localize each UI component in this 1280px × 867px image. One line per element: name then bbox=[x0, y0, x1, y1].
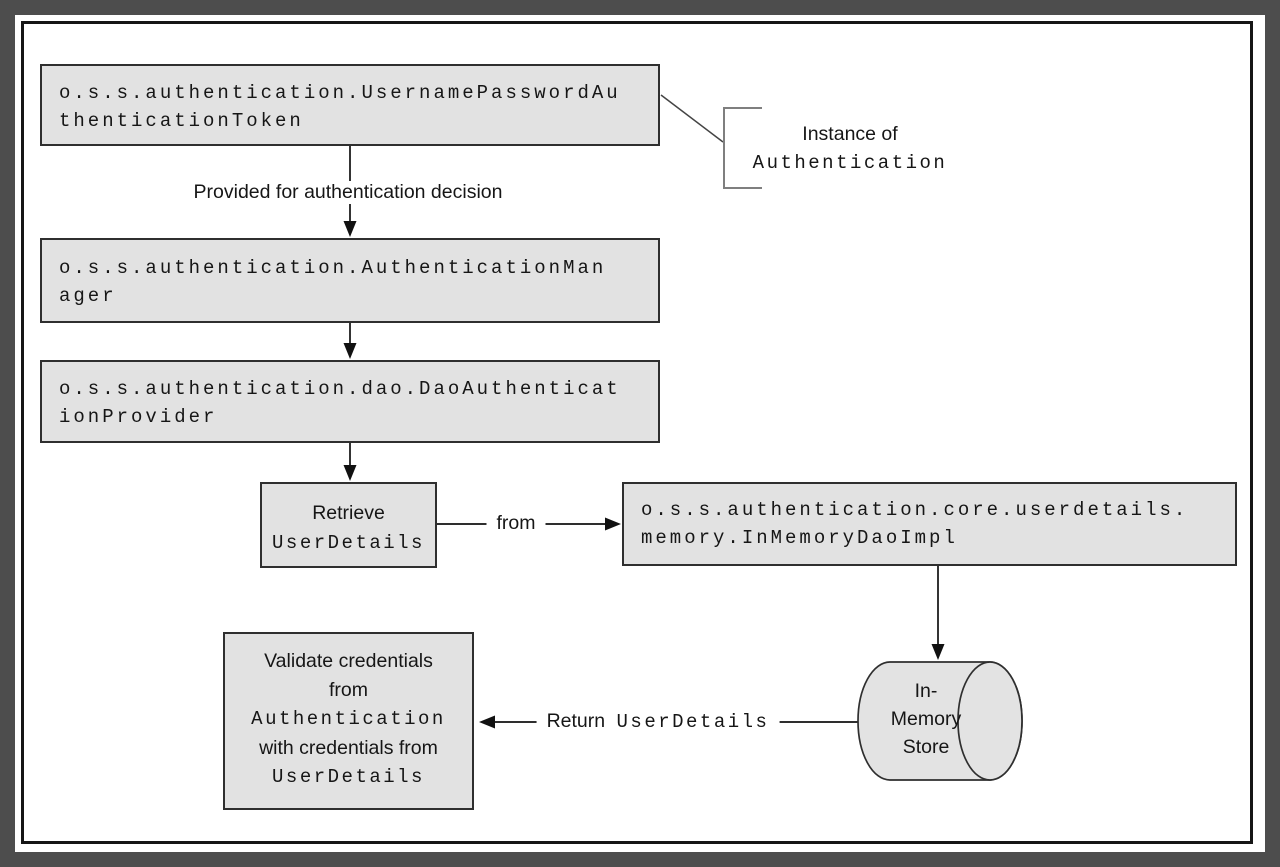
label-provided-for-authentication-decision: Provided for authentication decision bbox=[183, 181, 513, 204]
arrow-manager-to-provider bbox=[343, 323, 357, 359]
box-text-line: with credentials from bbox=[259, 737, 438, 759]
callout-line bbox=[660, 94, 724, 143]
label-instance-of-authentication: Instance of Authentication bbox=[736, 120, 964, 178]
box-text-line: o.s.s.authentication.dao.DaoAuthenticat bbox=[59, 378, 621, 400]
arrow-inmemorydao-to-store bbox=[931, 566, 945, 660]
box-text-line: from bbox=[329, 679, 368, 701]
arrow-provider-to-retrieve bbox=[343, 443, 357, 481]
inmemory-store-cylinder bbox=[857, 661, 1023, 781]
bracket-icon bbox=[723, 107, 762, 189]
label-return-prefix: Return bbox=[546, 710, 606, 732]
box-inmemory-dao-impl: o.s.s.authentication.core.userdetails. m… bbox=[622, 482, 1237, 566]
label-return-code: UserDetails bbox=[616, 711, 770, 733]
label-text-line: Authentication bbox=[752, 152, 948, 174]
box-text-line: UserDetails bbox=[272, 532, 425, 554]
box-validate-credentials: Validate credentials from Authentication… bbox=[223, 632, 474, 810]
diagram-inner-border bbox=[21, 21, 1253, 844]
box-text-line: UserDetails bbox=[272, 766, 425, 788]
box-text-line: Validate credentials bbox=[264, 650, 433, 672]
box-text-line: Retrieve bbox=[312, 502, 385, 524]
box-dao-authentication-provider: o.s.s.authentication.dao.DaoAuthenticat … bbox=[40, 360, 660, 443]
box-text-line: thenticationToken bbox=[59, 110, 304, 132]
box-text-line: ager bbox=[59, 285, 117, 307]
cylinder-label: In- Memory Store bbox=[862, 677, 990, 761]
box-authentication-manager: o.s.s.authentication.AuthenticationMan a… bbox=[40, 238, 660, 323]
box-username-password-token: o.s.s.authentication.UsernamePasswordAu … bbox=[40, 64, 660, 146]
box-text-line: o.s.s.authentication.core.userdetails. bbox=[641, 499, 1189, 521]
box-text-line: Authentication bbox=[251, 708, 446, 730]
label-return-userdetails: Return UserDetails bbox=[536, 710, 780, 733]
box-text-line: ionProvider bbox=[59, 406, 218, 428]
cylinder-text-line: Store bbox=[902, 736, 950, 758]
cylinder-text-line: In- bbox=[914, 680, 938, 702]
box-text-line: memory.InMemoryDaoImpl bbox=[641, 527, 958, 549]
label-from: from bbox=[486, 512, 546, 535]
box-retrieve-userdetails: Retrieve UserDetails bbox=[260, 482, 437, 568]
box-text-line: o.s.s.authentication.UsernamePasswordAu bbox=[59, 82, 621, 104]
cylinder-text-line: Memory bbox=[890, 708, 962, 730]
label-text-line: Instance of bbox=[802, 123, 898, 145]
box-text-line: o.s.s.authentication.AuthenticationMan bbox=[59, 257, 607, 279]
